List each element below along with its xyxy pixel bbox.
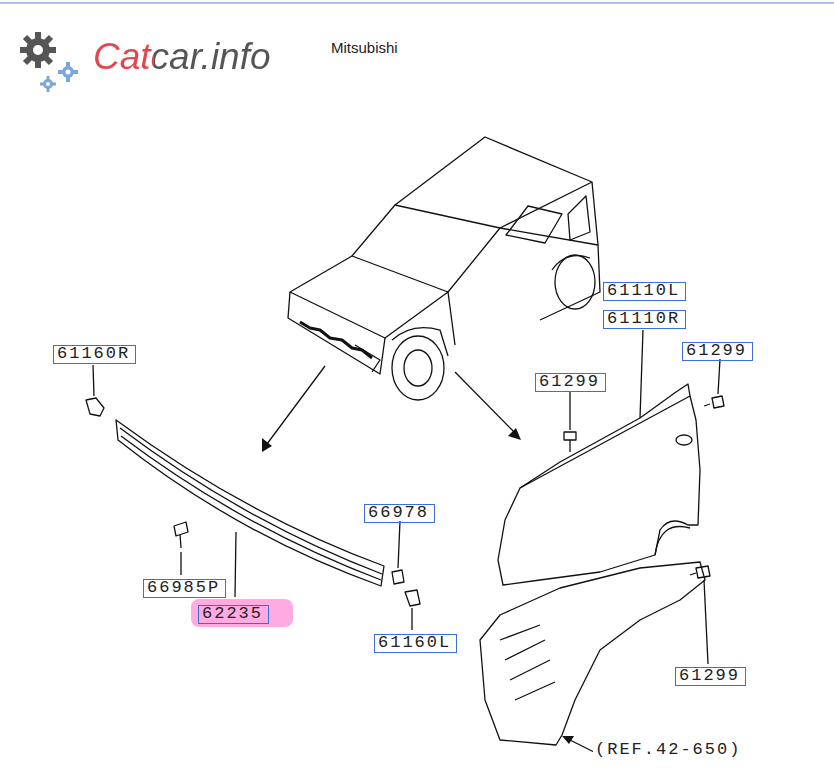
part-number: 61299 [539,374,602,390]
part-number: 61160R [57,346,132,362]
site-logo: Catcar.info [93,36,271,78]
part-number: 61299 [686,343,749,359]
part-number-box: 61110L [603,282,686,301]
part-number: 61160L [378,635,453,651]
part-number: 66978 [368,505,431,521]
part-number-box: 61299 [535,373,606,392]
part-number-box: 62235 [198,605,269,624]
part-number: 61110R [607,311,682,327]
part-number: 61110L [607,283,682,299]
part-number-box: 66978 [364,504,435,523]
brand-name: Mitsubishi [331,39,398,57]
part-number-box: 61299 [682,342,753,361]
part-number-box: 61160R [53,345,136,364]
part-number-box: 61110R [603,310,686,329]
reference-note: (REF.42-650) [593,741,743,759]
part-number-box: 61160L [374,634,457,653]
part-number: 61299 [679,668,742,684]
part-number-box: 61299 [675,667,746,686]
part-number-box: 66985P [143,579,226,598]
part-number: 62235 [202,606,265,622]
part-number: 66985P [147,580,222,596]
